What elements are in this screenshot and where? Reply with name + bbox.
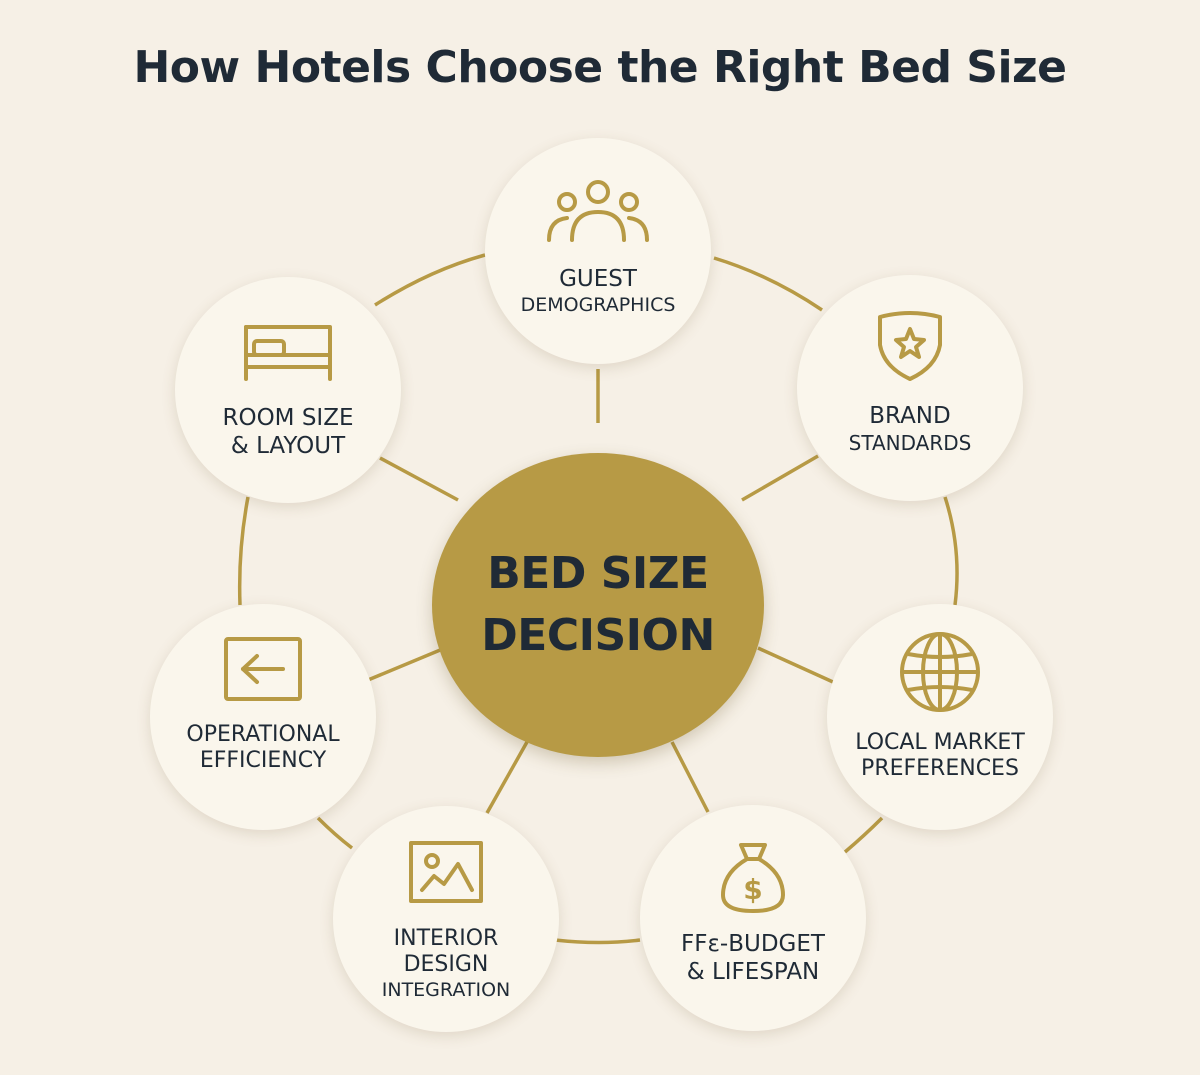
label-line: EFFICIENCY — [199, 748, 327, 774]
center-label-line: BED SIZE — [487, 548, 709, 600]
label-line: LOCAL MARKET — [855, 730, 1025, 755]
node-label: FFε-BUDGET & LIFESPAN — [681, 931, 825, 986]
node-local-market-preferences: LOCAL MARKET PREFERENCES — [827, 604, 1053, 830]
ring-arc — [554, 938, 641, 945]
node-guest-demographics: GUEST DEMOGRAPHICS — [485, 138, 711, 364]
ring-arc — [713, 256, 823, 312]
center-label-line: DECISION — [481, 610, 715, 661]
ring-arc — [316, 816, 354, 850]
node-operational-efficiency: OPERATIONAL EFFICIENCY — [150, 604, 376, 830]
node-label: GUEST DEMOGRAPHICS — [521, 266, 676, 316]
ring-arc — [843, 816, 884, 854]
center-decision-circle: BED SIZE DECISION — [432, 453, 764, 757]
node-label: BRAND STANDARDS — [849, 403, 972, 455]
label-line: DESIGN — [403, 952, 489, 978]
arrow-left-icon — [224, 637, 302, 701]
picture-icon — [409, 841, 483, 903]
node-label: INTERIOR DESIGN INTEGRATION — [382, 926, 510, 1002]
spoke-line — [670, 741, 710, 813]
label-line: ROOM SIZE — [222, 405, 354, 431]
node-room-size-layout: ROOM SIZE & LAYOUT — [175, 277, 401, 503]
spoke-line — [367, 646, 446, 682]
ring-arc — [237, 496, 250, 606]
spoke-line — [757, 646, 834, 684]
label-line: DEMOGRAPHICS — [520, 293, 676, 316]
spoke-line — [741, 454, 819, 502]
label-line: STANDARDS — [848, 430, 972, 455]
ring-arc — [943, 496, 959, 606]
money-bag-icon: $ — [721, 843, 785, 913]
ring-arc — [374, 253, 486, 307]
node-ffe-budget: $ FFε-BUDGET & LIFESPAN — [640, 805, 866, 1031]
svg-text:$: $ — [743, 873, 762, 906]
globe-icon — [900, 632, 980, 712]
label-line: INTERIOR — [393, 926, 499, 951]
label-line: BRAND — [869, 403, 951, 429]
label-line: OPERATIONAL — [186, 722, 340, 747]
node-brand-standards: BRAND STANDARDS — [797, 275, 1023, 501]
people-icon — [547, 180, 649, 242]
spoke-line — [379, 456, 459, 502]
label-line: PREFERENCES — [861, 756, 1019, 782]
label-line: INTEGRATION — [381, 978, 511, 1001]
node-label: OPERATIONAL EFFICIENCY — [186, 722, 339, 775]
label-line: FFε-BUDGET — [681, 931, 825, 957]
node-interior-design: INTERIOR DESIGN INTEGRATION — [333, 806, 559, 1032]
page-title: How Hotels Choose the Right Bed Size — [133, 42, 1067, 93]
label-line: & LIFESPAN — [686, 958, 820, 985]
label-line: & LAYOUT — [230, 432, 346, 459]
node-label: ROOM SIZE & LAYOUT — [222, 405, 353, 460]
shield-star-icon — [878, 311, 942, 381]
bed-icon — [244, 325, 332, 381]
label-line: GUEST — [559, 266, 637, 292]
spoke-line — [485, 741, 529, 814]
node-label: LOCAL MARKET PREFERENCES — [855, 730, 1025, 783]
